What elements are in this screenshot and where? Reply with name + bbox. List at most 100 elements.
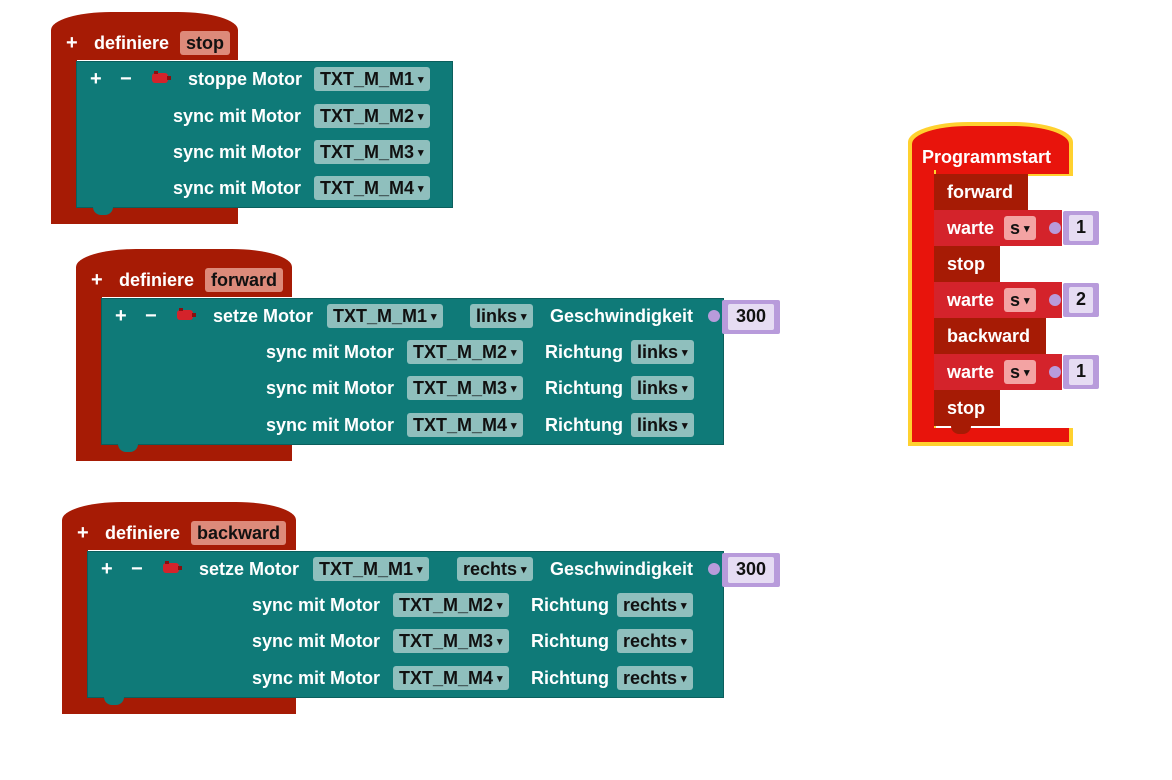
chevron-down-icon: ▾: [431, 311, 437, 323]
define-keyword: definiere: [119, 270, 195, 290]
define-keyword: definiere: [105, 523, 181, 543]
call-label: stop: [947, 398, 985, 418]
sync-label: sync mit Motor: [173, 178, 302, 198]
sync-label: sync mit Motor: [266, 342, 395, 362]
wait-value-input[interactable]: 1: [1063, 355, 1099, 389]
unit-dropdown[interactable]: s▾: [1004, 288, 1036, 312]
input-connector: [708, 310, 720, 322]
add-param-icon[interactable]: +: [91, 269, 103, 291]
remove-motor-icon[interactable]: −: [145, 305, 157, 327]
sync-label: sync mit Motor: [266, 378, 395, 398]
program-start-foot: [912, 428, 1069, 442]
wait-value[interactable]: 1: [1069, 359, 1093, 385]
chevron-down-icon: ▾: [418, 111, 424, 123]
define-name-field[interactable]: backward: [191, 521, 287, 545]
remove-motor-icon[interactable]: −: [120, 68, 132, 90]
motor-dropdown[interactable]: TXT_M_M3▾: [314, 140, 430, 164]
wait-value-input[interactable]: 2: [1063, 283, 1099, 317]
call-stop-block[interactable]: [934, 390, 1000, 426]
chevron-down-icon: ▾: [417, 564, 423, 576]
speed-label: Geschwindigkeit: [550, 559, 694, 579]
input-connector: [1049, 366, 1061, 378]
wait-block[interactable]: [934, 210, 1062, 246]
block-notch: [951, 426, 971, 434]
input-connector: [1049, 222, 1061, 234]
unit-dropdown[interactable]: s▾: [1004, 216, 1036, 240]
motor-icon: [163, 561, 182, 573]
wait-label: warte: [947, 218, 995, 238]
wait-label: warte: [947, 362, 995, 382]
direction-dropdown[interactable]: links▾: [470, 304, 533, 328]
call-label: stop: [947, 254, 985, 274]
direction-dropdown[interactable]: links▾: [631, 413, 694, 437]
chevron-down-icon: ▾: [511, 420, 517, 432]
direction-label: Richtung: [531, 595, 609, 615]
chevron-down-icon: ▾: [511, 347, 517, 359]
speed-value[interactable]: 300: [728, 304, 774, 330]
speed-input[interactable]: 300: [722, 300, 780, 334]
direction-dropdown[interactable]: links▾: [631, 340, 694, 364]
motor-dropdown[interactable]: TXT_M_M2▾: [314, 104, 430, 128]
set-motor-label: setze Motor: [213, 306, 314, 326]
block-notch: [93, 207, 113, 215]
chevron-down-icon: ▾: [497, 673, 503, 685]
define-keyword: definiere: [94, 33, 170, 53]
define-forward-side: [76, 293, 102, 453]
wait-block[interactable]: [934, 282, 1062, 318]
chevron-down-icon: ▾: [681, 636, 687, 648]
define-name-field[interactable]: forward: [205, 268, 284, 292]
direction-dropdown[interactable]: rechts▾: [457, 557, 533, 581]
motor-dropdown[interactable]: TXT_M_M2▾: [407, 340, 523, 364]
input-connector: [1049, 294, 1061, 306]
chevron-down-icon: ▾: [497, 600, 503, 612]
motor-dropdown[interactable]: TXT_M_M3▾: [393, 629, 509, 653]
speed-label: Geschwindigkeit: [550, 306, 694, 326]
motor-dropdown[interactable]: TXT_M_M1▾: [327, 304, 443, 328]
define-name-field[interactable]: stop: [180, 31, 230, 55]
motor-dropdown[interactable]: TXT_M_M1▾: [314, 67, 430, 91]
motor-dropdown[interactable]: TXT_M_M2▾: [393, 593, 509, 617]
wait-block[interactable]: [934, 354, 1062, 390]
motor-dropdown[interactable]: TXT_M_M3▾: [407, 376, 523, 400]
chevron-down-icon: ▾: [511, 383, 517, 395]
call-backward-block[interactable]: [934, 318, 1046, 354]
direction-dropdown[interactable]: rechts▾: [617, 629, 693, 653]
motor-icon: [152, 71, 171, 83]
motor-dropdown[interactable]: TXT_M_M1▾: [313, 557, 429, 581]
remove-motor-icon[interactable]: −: [131, 558, 143, 580]
chevron-down-icon: ▾: [1024, 223, 1030, 235]
wait-value-input[interactable]: 1: [1063, 211, 1099, 245]
motor-dropdown[interactable]: TXT_M_M4▾: [407, 413, 523, 437]
add-motor-icon[interactable]: +: [101, 558, 113, 580]
chevron-down-icon: ▾: [682, 347, 688, 359]
motor-dropdown[interactable]: TXT_M_M4▾: [314, 176, 430, 200]
wait-value[interactable]: 2: [1069, 287, 1093, 313]
chevron-down-icon: ▾: [418, 183, 424, 195]
call-stop-block[interactable]: [934, 246, 1000, 282]
direction-dropdown[interactable]: rechts▾: [617, 593, 693, 617]
chevron-down-icon: ▾: [418, 74, 424, 86]
speed-value[interactable]: 300: [728, 557, 774, 583]
add-motor-icon[interactable]: +: [90, 68, 102, 90]
add-motor-icon[interactable]: +: [115, 305, 127, 327]
chevron-down-icon: ▾: [1024, 295, 1030, 307]
sync-label: sync mit Motor: [252, 631, 381, 651]
program-start-side: [912, 170, 934, 432]
add-param-icon[interactable]: +: [77, 522, 89, 544]
sync-label: sync mit Motor: [173, 106, 302, 126]
unit-dropdown[interactable]: s▾: [1004, 360, 1036, 384]
block-notch: [104, 697, 124, 705]
motor-dropdown[interactable]: TXT_M_M4▾: [393, 666, 509, 690]
define-backward-side: [62, 546, 88, 706]
direction-dropdown[interactable]: rechts▾: [617, 666, 693, 690]
direction-label: Richtung: [531, 668, 609, 688]
call-label: forward: [947, 182, 1014, 202]
call-forward-block[interactable]: [934, 174, 1028, 210]
motor-icon: [177, 308, 196, 320]
direction-dropdown[interactable]: links▾: [631, 376, 694, 400]
wait-value[interactable]: 1: [1069, 215, 1093, 241]
program-start-hat[interactable]: [912, 126, 1069, 174]
speed-input[interactable]: 300: [722, 553, 780, 587]
direction-label: Richtung: [531, 631, 609, 651]
add-param-icon[interactable]: +: [66, 32, 78, 54]
